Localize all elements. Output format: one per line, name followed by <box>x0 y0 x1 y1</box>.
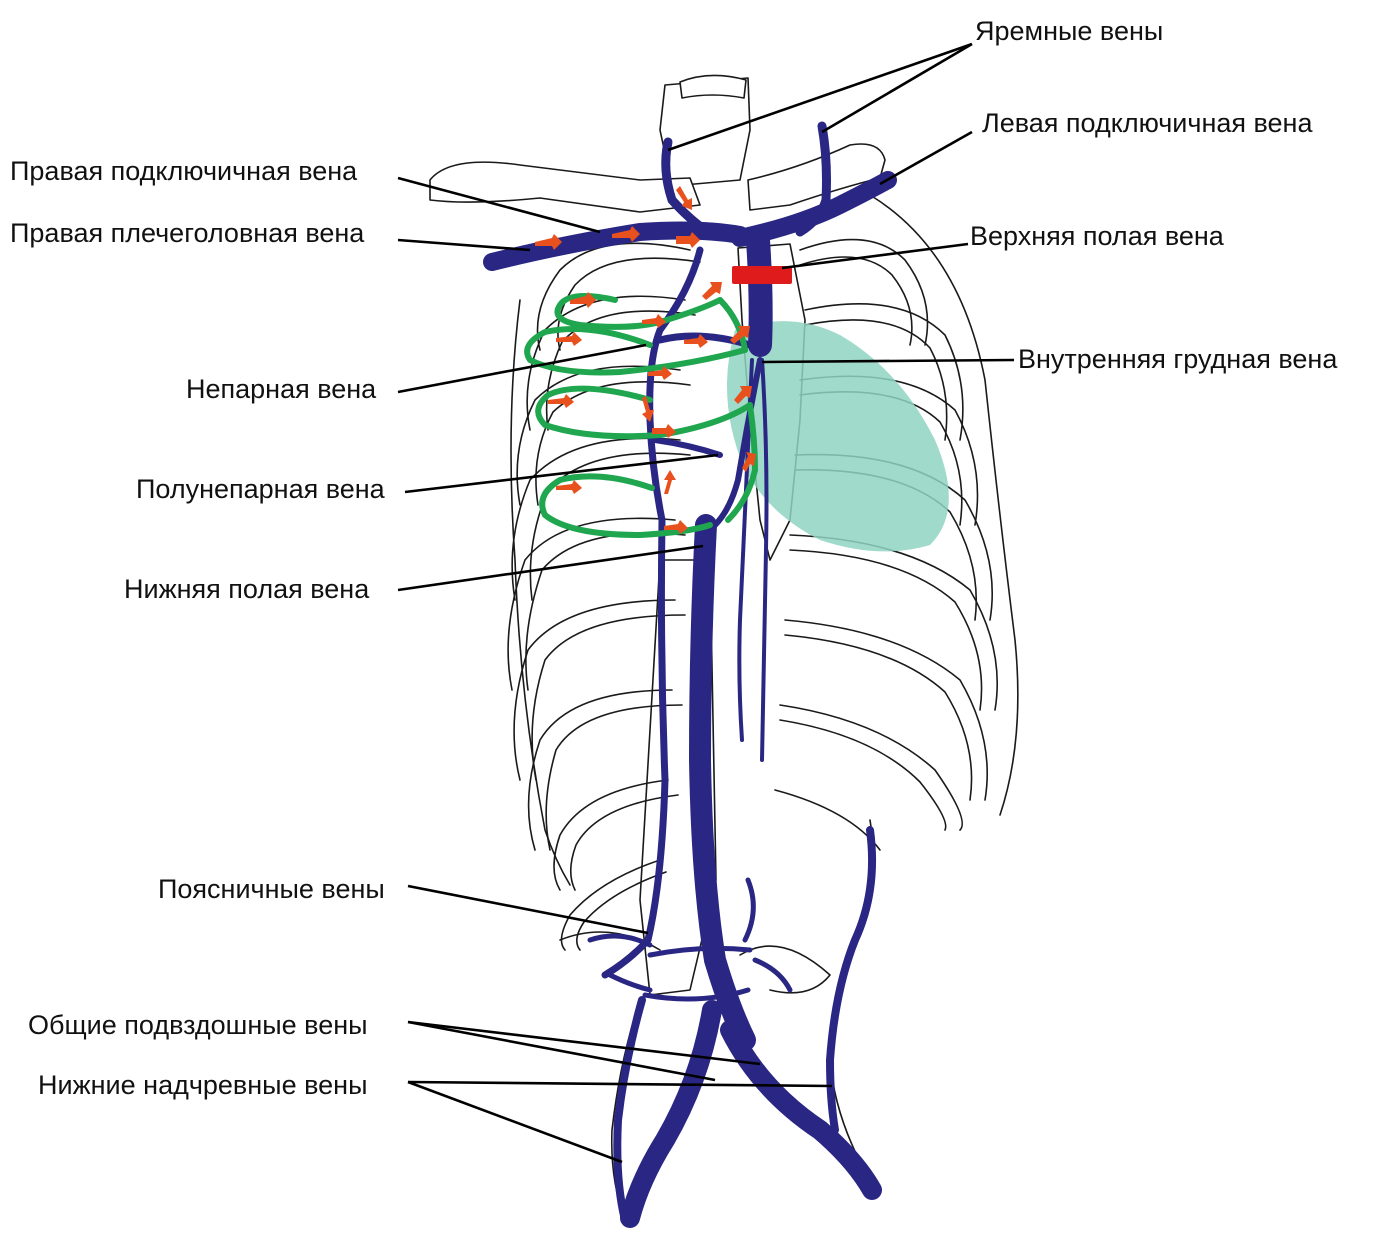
label-common-iliac-veins: Общие подвздошные вены <box>28 1010 368 1040</box>
label-lumbar-veins: Поясничные вены <box>158 874 385 904</box>
leader-common-iliac-2 <box>407 1020 716 1082</box>
label-internal-thoracic-vein: Внутренняя грудная вена <box>1018 344 1338 374</box>
leader-azygos <box>397 343 647 394</box>
leader-svc <box>781 242 969 270</box>
leader-right-subclavian <box>397 176 601 234</box>
flow-arrow <box>664 520 688 534</box>
left-inferior-epigastric-vein <box>826 826 877 1134</box>
hemiazygos-link <box>652 437 723 458</box>
heart-silhouette <box>727 321 949 552</box>
leader-ivc <box>397 544 704 592</box>
leader-epigastric-2 <box>407 1080 623 1164</box>
label-superior-vena-cava: Верхняя полая вена <box>970 221 1225 251</box>
leader-jugular-2 <box>821 42 973 134</box>
label-inferior-vena-cava: Нижняя полая вена <box>124 574 370 604</box>
flow-arrow <box>676 186 692 210</box>
collateral-loop-3 <box>535 385 753 440</box>
lumbar-veins <box>587 877 793 1002</box>
superior-vena-cava <box>746 228 773 357</box>
hemiazygos-vein <box>712 357 763 528</box>
internal-thoracic-vein <box>760 358 769 762</box>
leader-lumbar <box>407 884 649 935</box>
flow-arrow <box>642 314 666 328</box>
label-jugular-veins: Яремные вены <box>975 16 1163 46</box>
flow-arrow <box>702 282 722 300</box>
flow-arrow <box>548 394 574 408</box>
right-brachiocephalic-vein <box>483 221 749 271</box>
right-ribs <box>507 242 701 951</box>
left-common-iliac-vein <box>720 1020 882 1200</box>
right-clavicle <box>429 161 701 213</box>
flow-arrow <box>664 470 676 494</box>
flow-arrows <box>535 186 756 534</box>
flow-arrow <box>730 326 750 344</box>
label-right-subclavian-vein: Правая подключичная вена <box>10 156 358 186</box>
leader-right-brachiocephalic <box>397 238 531 252</box>
lateral-trunk-vein <box>601 516 669 979</box>
collateral-loop-1 <box>554 293 723 330</box>
right-common-iliac-vein <box>620 1000 722 1228</box>
right-inferior-epigastric-vein <box>613 996 646 1224</box>
flow-arrow <box>676 232 700 248</box>
label-azygos-vein: Непарная вена <box>186 374 377 404</box>
label-right-brachiocephalic-vein: Правая плечеголовная вена <box>10 218 365 248</box>
label-hemiazygos-vein: Полунепарная вена <box>136 474 386 504</box>
leader-left-subclavian <box>879 130 973 186</box>
leader-epigastric-1 <box>407 1080 833 1088</box>
inferior-vena-cava <box>689 514 756 1051</box>
flow-arrow <box>642 396 654 422</box>
cervical-vertebra-body <box>679 74 747 99</box>
leader-internal-thoracic <box>761 358 1015 364</box>
leader-lines <box>397 42 1015 1164</box>
flow-arrow <box>648 366 672 380</box>
leader-jugular-1 <box>667 42 973 152</box>
flow-arrow <box>612 226 640 242</box>
flow-arrow <box>556 332 582 346</box>
flow-arrow <box>652 424 676 438</box>
cervical-vertebra <box>659 77 751 187</box>
leader-hemiazygos <box>404 453 719 494</box>
flow-arrow <box>535 234 562 250</box>
flow-arrow <box>556 480 582 494</box>
label-inferior-epigastric-veins: Нижние надчревные вены <box>38 1070 367 1100</box>
left-subclavian-vein <box>731 171 897 247</box>
flow-arrow <box>734 386 752 404</box>
collateral-pathways <box>524 293 758 538</box>
flow-arrow <box>742 452 756 472</box>
labels: Яремные вены Левая подключичная вена Пра… <box>10 16 1338 1100</box>
label-left-subclavian-vein: Левая подключичная вена <box>982 108 1313 138</box>
collateral-link-vertical <box>717 297 758 523</box>
leader-common-iliac-1 <box>407 1020 761 1066</box>
azygos-arch <box>656 332 754 349</box>
flow-arrow <box>684 334 708 348</box>
collateral-loop-4 <box>539 473 713 538</box>
flow-arrow <box>570 292 596 308</box>
internal-thoracic-vein-2 <box>737 358 754 742</box>
venous-system <box>483 121 897 1228</box>
svc-obstruction-marker <box>732 266 792 284</box>
collateral-loop-2 <box>524 326 748 376</box>
